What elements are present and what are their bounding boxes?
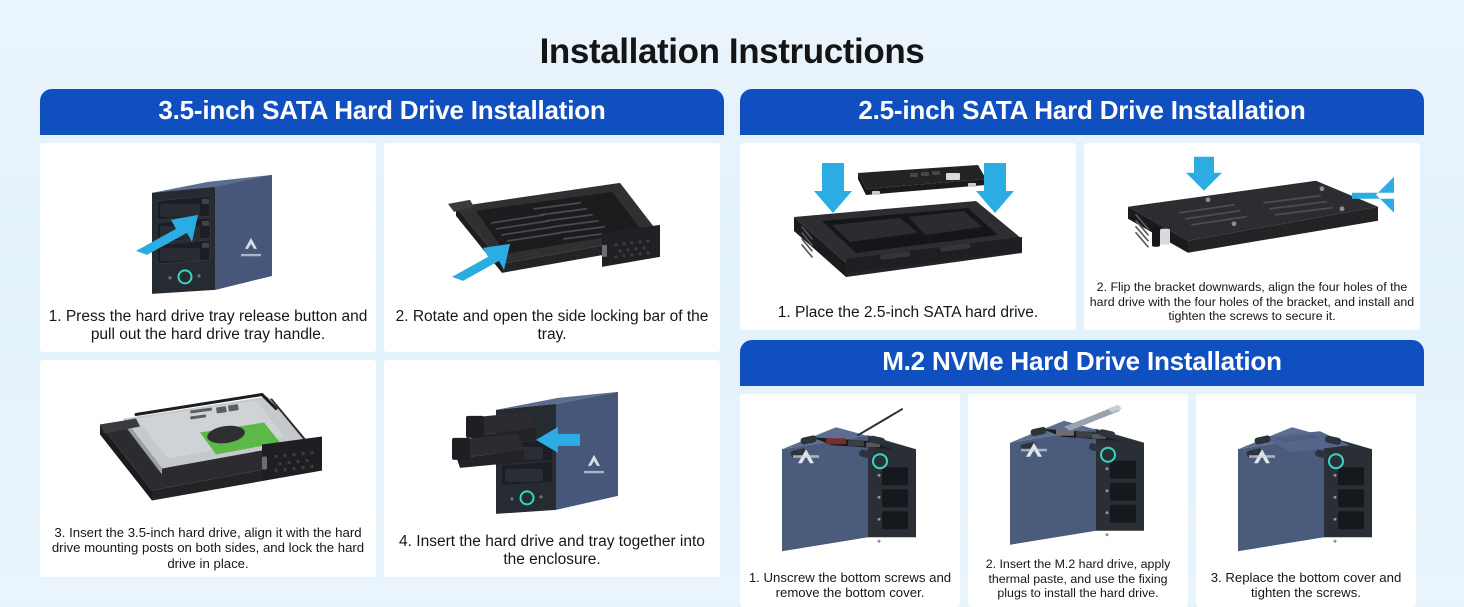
- figure-enclosure-tower-front-arrow: [40, 143, 376, 305]
- step-caption-sata25-1: 1. Place the 2.5-inch SATA hard drive.: [777, 303, 1039, 321]
- section-body-nvme: 1. Unscrew the bottom screws and remove …: [740, 386, 1424, 607]
- section-heading-sata35: 3.5-inch SATA Hard Drive Installation: [40, 89, 724, 135]
- figure-enclosure-cover-closed: [1196, 394, 1416, 568]
- step-caption-sata25-2: 2. Flip the bracket downwards, align the…: [1089, 280, 1415, 324]
- figure-ssd-above-tray-two-arrows: [740, 143, 1076, 301]
- step-card-sata35-3[interactable]: 3. Insert the 3.5-inch hard drive, align…: [40, 359, 376, 577]
- step-caption-nvme-3: 3. Replace the bottom cover and tighten …: [1210, 570, 1402, 601]
- step-caption-nvme-2: 2. Insert the M.2 hard drive, apply ther…: [985, 557, 1171, 601]
- step-card-sata35-4[interactable]: 4. Insert the hard drive and tray togeth…: [384, 359, 720, 577]
- section-sata25: 2.5-inch SATA Hard Drive Installation: [740, 89, 1424, 330]
- column-right: 2.5-inch SATA Hard Drive Installation: [740, 89, 1424, 607]
- column-left: 3.5-inch SATA Hard Drive Installation: [40, 89, 724, 581]
- step-card-sata25-2[interactable]: 2. Flip the bracket downwards, align the…: [1084, 142, 1420, 330]
- figure-tray-flipped-two-arrows: [1084, 143, 1420, 279]
- step-card-nvme-3[interactable]: 3. Replace the bottom cover and tighten …: [1196, 393, 1416, 607]
- step-caption-sata35-4: 4. Insert the hard drive and tray togeth…: [399, 532, 705, 568]
- section-body-sata35: 1. Press the hard drive tray release but…: [40, 135, 724, 577]
- section-sata35: 3.5-inch SATA Hard Drive Installation: [40, 89, 724, 577]
- step-card-sata35-1[interactable]: 1. Press the hard drive tray release but…: [40, 142, 376, 352]
- step-caption-nvme-1: 1. Unscrew the bottom screws and remove …: [748, 570, 952, 601]
- step-card-nvme-2[interactable]: 2. Insert the M.2 hard drive, apply ther…: [968, 393, 1188, 607]
- step-card-nvme-1[interactable]: 1. Unscrew the bottom screws and remove …: [740, 393, 960, 607]
- step-caption-sata35-2: 2. Rotate and open the side locking bar …: [395, 307, 709, 343]
- step-card-sata25-1[interactable]: 1. Place the 2.5-inch SATA hard drive.: [740, 142, 1076, 330]
- step-card-sata35-2[interactable]: 2. Rotate and open the side locking bar …: [384, 142, 720, 352]
- section-nvme: M.2 NVMe Hard Drive Installation: [740, 339, 1424, 607]
- figure-enclosure-trays-inserting: [384, 360, 720, 530]
- step-caption-sata35-1: 1. Press the hard drive tray release but…: [48, 307, 368, 343]
- page-title: Installation Instructions: [539, 32, 925, 71]
- figure-enclosure-m2-inserting: [968, 394, 1188, 556]
- figure-drive-tray-open-arrow: [384, 143, 720, 305]
- step-caption-sata35-3: 3. Insert the 3.5-inch hard drive, align…: [51, 524, 365, 571]
- section-heading-sata25: 2.5-inch SATA Hard Drive Installation: [740, 89, 1424, 135]
- section-body-sata25: 1. Place the 2.5-inch SATA hard drive.: [740, 135, 1424, 330]
- figure-enclosure-bottom-open: [740, 394, 960, 568]
- section-heading-nvme: M.2 NVMe Hard Drive Installation: [740, 339, 1424, 386]
- columns-wrapper: 3.5-inch SATA Hard Drive Installation: [0, 69, 1464, 607]
- figure-hdd-in-tray: [40, 360, 376, 523]
